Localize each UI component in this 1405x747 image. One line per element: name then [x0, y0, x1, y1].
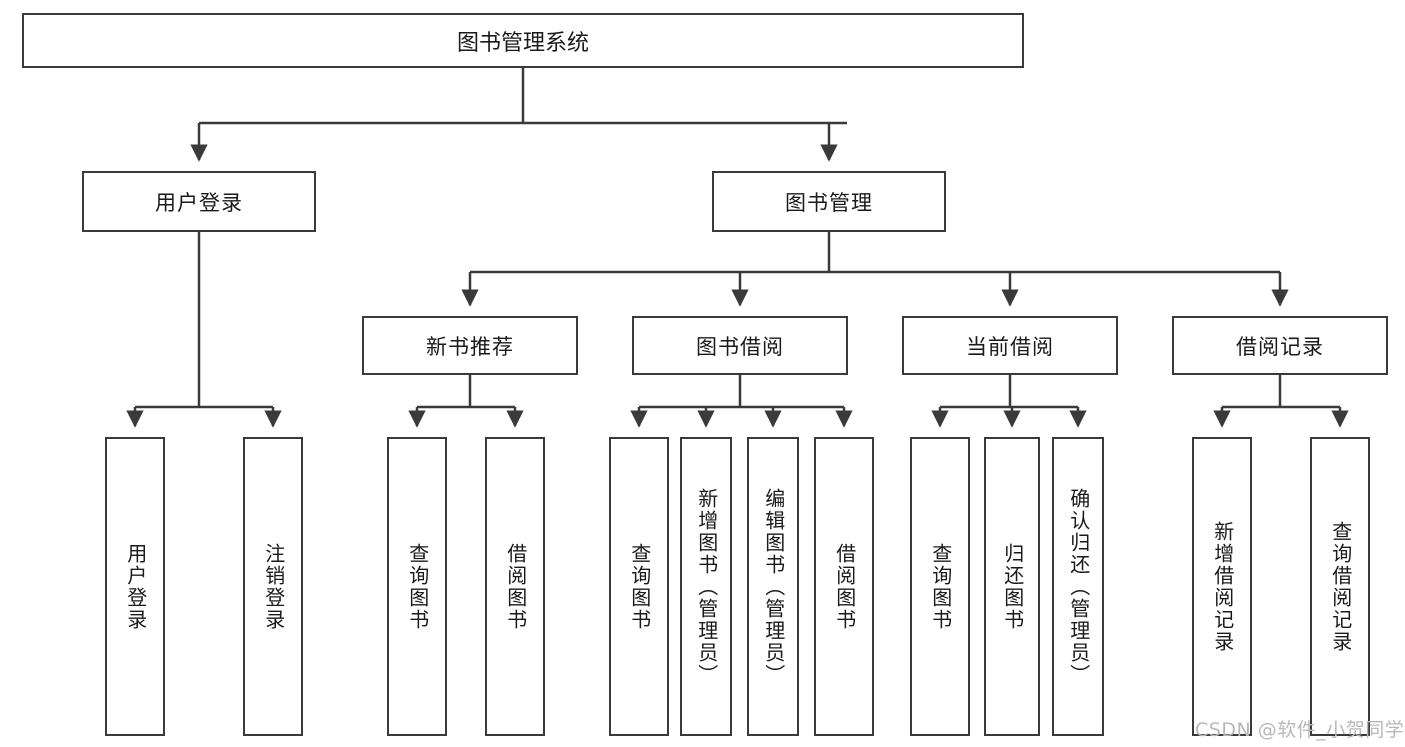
node-book-borrow-label: 图书借阅	[696, 334, 784, 359]
leaf-label: 查询借阅记录	[1328, 520, 1353, 653]
leaf-label: 用户登录	[123, 542, 148, 631]
node-leaf-user-logout[interactable]: 注销登录	[243, 437, 303, 736]
node-book-management[interactable]: 图书管理	[712, 171, 946, 232]
node-leaf-confirm-return[interactable]: 确认归还（管理员）	[1052, 437, 1104, 736]
node-current-borrow[interactable]: 当前借阅	[902, 316, 1118, 375]
node-root[interactable]: 图书管理系统	[22, 13, 1024, 68]
leaf-label: 新增图书（管理员）	[694, 487, 719, 686]
leaf-label: 确认归还（管理员）	[1066, 487, 1091, 686]
leaf-label: 新增借阅记录	[1210, 520, 1235, 653]
node-leaf-edit-book[interactable]: 编辑图书（管理员）	[747, 437, 799, 736]
leaf-label: 查询图书	[405, 542, 430, 631]
node-borrow-record[interactable]: 借阅记录	[1172, 316, 1388, 375]
leaf-label: 借阅图书	[832, 542, 857, 631]
node-new-book-recommend[interactable]: 新书推荐	[362, 316, 578, 375]
node-leaf-query-book-2[interactable]: 查询图书	[609, 437, 669, 736]
node-user-login-label: 用户登录	[155, 190, 243, 215]
leaf-label: 借阅图书	[503, 542, 528, 631]
node-leaf-user-login[interactable]: 用户登录	[105, 437, 165, 736]
leaf-label: 查询图书	[627, 542, 652, 631]
node-book-borrow[interactable]: 图书借阅	[632, 316, 848, 375]
node-book-management-label: 图书管理	[785, 190, 873, 215]
node-new-book-recommend-label: 新书推荐	[426, 334, 514, 359]
node-user-login[interactable]: 用户登录	[82, 171, 316, 232]
node-leaf-query-record[interactable]: 查询借阅记录	[1310, 437, 1370, 736]
node-leaf-query-book-3[interactable]: 查询图书	[910, 437, 970, 736]
csdn-watermark: CSDN @软件_小贺同学	[1195, 719, 1405, 741]
node-root-label: 图书管理系统	[456, 30, 589, 56]
node-leaf-borrow-book-1[interactable]: 借阅图书	[485, 437, 545, 736]
node-leaf-borrow-book-2[interactable]: 借阅图书	[814, 437, 874, 736]
node-borrow-record-label: 借阅记录	[1236, 334, 1324, 359]
leaf-label: 归还图书	[1000, 542, 1025, 631]
node-leaf-add-record[interactable]: 新增借阅记录	[1192, 437, 1252, 736]
node-leaf-query-book-1[interactable]: 查询图书	[387, 437, 447, 736]
node-current-borrow-label: 当前借阅	[966, 334, 1054, 359]
node-leaf-return-book[interactable]: 归还图书	[984, 437, 1040, 736]
leaf-label: 编辑图书（管理员）	[761, 487, 786, 686]
node-leaf-add-book[interactable]: 新增图书（管理员）	[680, 437, 732, 736]
leaf-label: 注销登录	[261, 542, 286, 631]
leaf-label: 查询图书	[928, 542, 953, 631]
